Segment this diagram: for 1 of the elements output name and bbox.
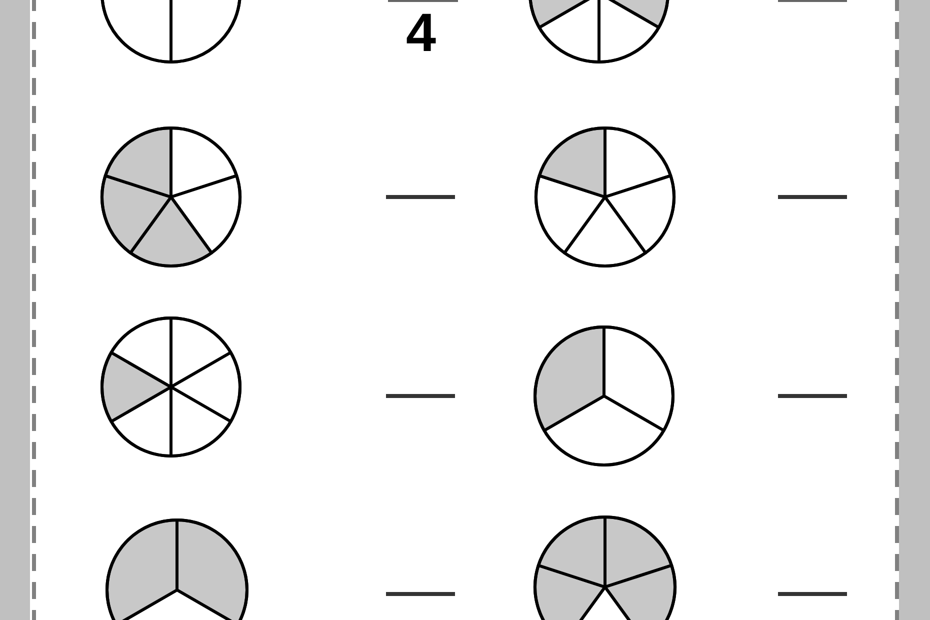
denominator: 4: [406, 6, 436, 60]
